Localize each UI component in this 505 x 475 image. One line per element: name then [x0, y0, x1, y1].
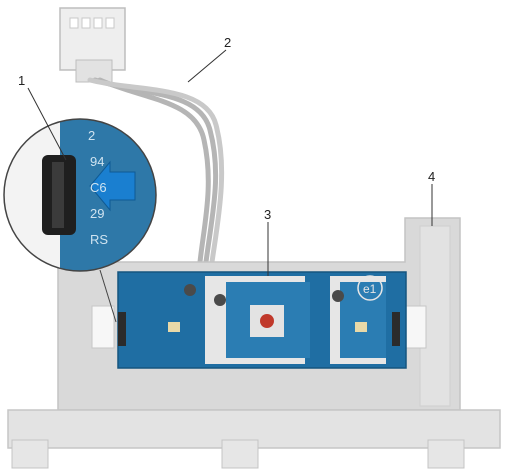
callout-4: 4 [428, 170, 435, 183]
cable-connector [60, 8, 125, 82]
zoom-marking-1: 94 [90, 154, 104, 169]
zoom-marking-top: 2 [88, 128, 95, 143]
callout-3: 3 [264, 208, 271, 221]
callout-1: 1 [18, 74, 25, 87]
zoom-marking-bottom: RS [90, 232, 108, 247]
zoom-marking-3: 29 [90, 206, 104, 221]
board-logo: e1 [363, 282, 377, 296]
callout-2: 2 [224, 36, 231, 49]
zoom-detail [0, 115, 160, 275]
leader-line-2 [188, 50, 226, 82]
zoom-marking-2: C6 [90, 180, 107, 195]
